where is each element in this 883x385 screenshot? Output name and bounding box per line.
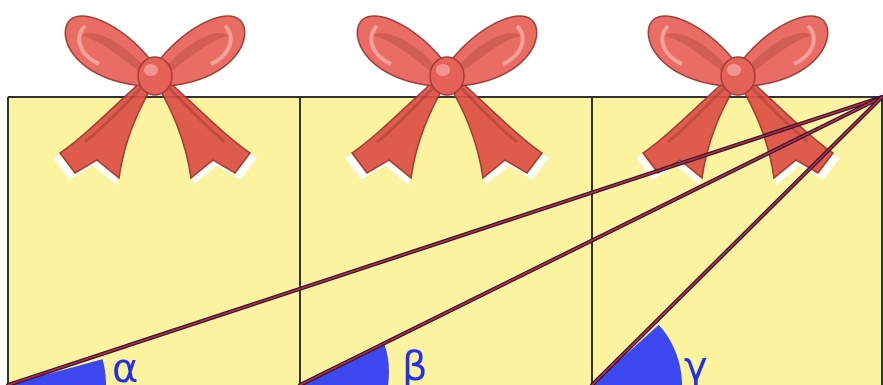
diagonal-lines (6, 95, 883, 385)
angle-gamma-sector (592, 324, 682, 385)
gift-box-1 (8, 97, 300, 385)
angle-label-alpha: α (112, 346, 138, 385)
angle-label-beta: β (402, 344, 428, 385)
angle-label-gamma: γ (684, 344, 708, 385)
